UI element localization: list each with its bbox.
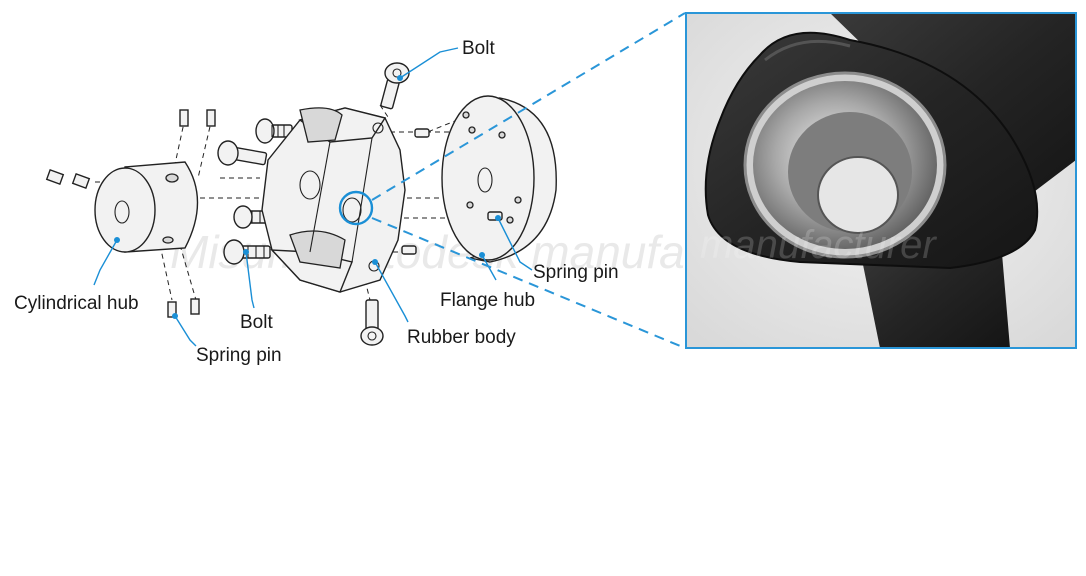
label-bolt-bottom: Bolt bbox=[240, 312, 273, 333]
label-cylindrical-hub: Cylindrical hub bbox=[14, 293, 139, 314]
photo-frame bbox=[685, 12, 1077, 349]
leader-bolt-bottom bbox=[243, 249, 255, 309]
bolt-top bbox=[380, 62, 410, 110]
bolt-bottom bbox=[360, 299, 384, 346]
flange-pin-1 bbox=[414, 128, 430, 138]
rubber-body bbox=[261, 107, 406, 293]
label-rubber-body: Rubber body bbox=[407, 327, 516, 348]
spring-pin-bottom-1 bbox=[167, 301, 177, 318]
leader-bolt-top bbox=[397, 47, 459, 81]
leader-rubber-body bbox=[372, 259, 409, 323]
label-spring-pin-right: Spring pin bbox=[533, 262, 619, 283]
flange-pin-2 bbox=[401, 245, 417, 255]
highlight-circle bbox=[338, 190, 374, 226]
leader-cylindrical-hub bbox=[93, 237, 120, 286]
label-spring-pin-bottom: Spring pin bbox=[196, 345, 282, 366]
label-flange-hub: Flange hub bbox=[440, 290, 535, 311]
bore-hole bbox=[817, 156, 899, 234]
set-screw-left-1 bbox=[45, 169, 65, 185]
spring-pin-bottom-2 bbox=[190, 298, 200, 315]
svg-text:manufacturer: manufacturer bbox=[700, 223, 937, 267]
leader-spring-pin-bottom bbox=[172, 313, 197, 347]
label-bolt-top: Bolt bbox=[462, 38, 495, 59]
leader-spring-pin-right bbox=[495, 215, 533, 271]
spring-pin-top-2 bbox=[206, 109, 216, 127]
cylindrical-hub bbox=[94, 161, 199, 253]
photo-panel: manufacturer bbox=[685, 12, 1077, 349]
set-screw-left-2 bbox=[71, 173, 91, 189]
bolt-mid-left bbox=[217, 140, 268, 166]
zoom-line-top bbox=[371, 12, 686, 201]
zoom-line-bottom bbox=[371, 217, 686, 349]
flange-hub bbox=[441, 95, 557, 263]
spring-pin-top-1 bbox=[179, 109, 189, 127]
